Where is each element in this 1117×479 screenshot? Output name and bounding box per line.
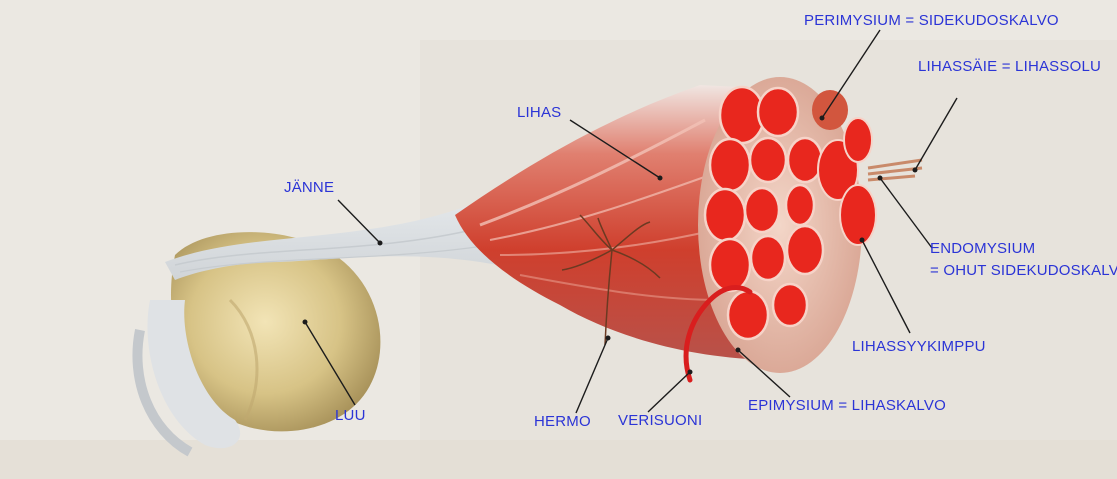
- verisuoni-label: VERISUONI: [618, 412, 702, 429]
- perimysium-label: PERIMYSIUM = SIDEKUDOSKALVO: [804, 12, 1059, 29]
- janne-label: JÄNNE: [284, 179, 334, 196]
- epimysium-label: EPIMYSIUM = LIHASKALVO: [748, 397, 946, 414]
- lihas-label: LIHAS: [517, 104, 561, 121]
- lihassaie-label: LIHASSÄIE = LIHASSOLU: [918, 58, 1101, 75]
- hermo-label: HERMO: [534, 413, 591, 430]
- endomysium-label: ENDOMYSIUM: [930, 240, 1035, 257]
- endomysium-definition-label: = OHUT SIDEKUDOSKALVO: [930, 262, 1117, 279]
- lihassyykimppu-label: LIHASSYYKIMPPU: [852, 338, 986, 355]
- luu-label: LUU: [335, 407, 366, 424]
